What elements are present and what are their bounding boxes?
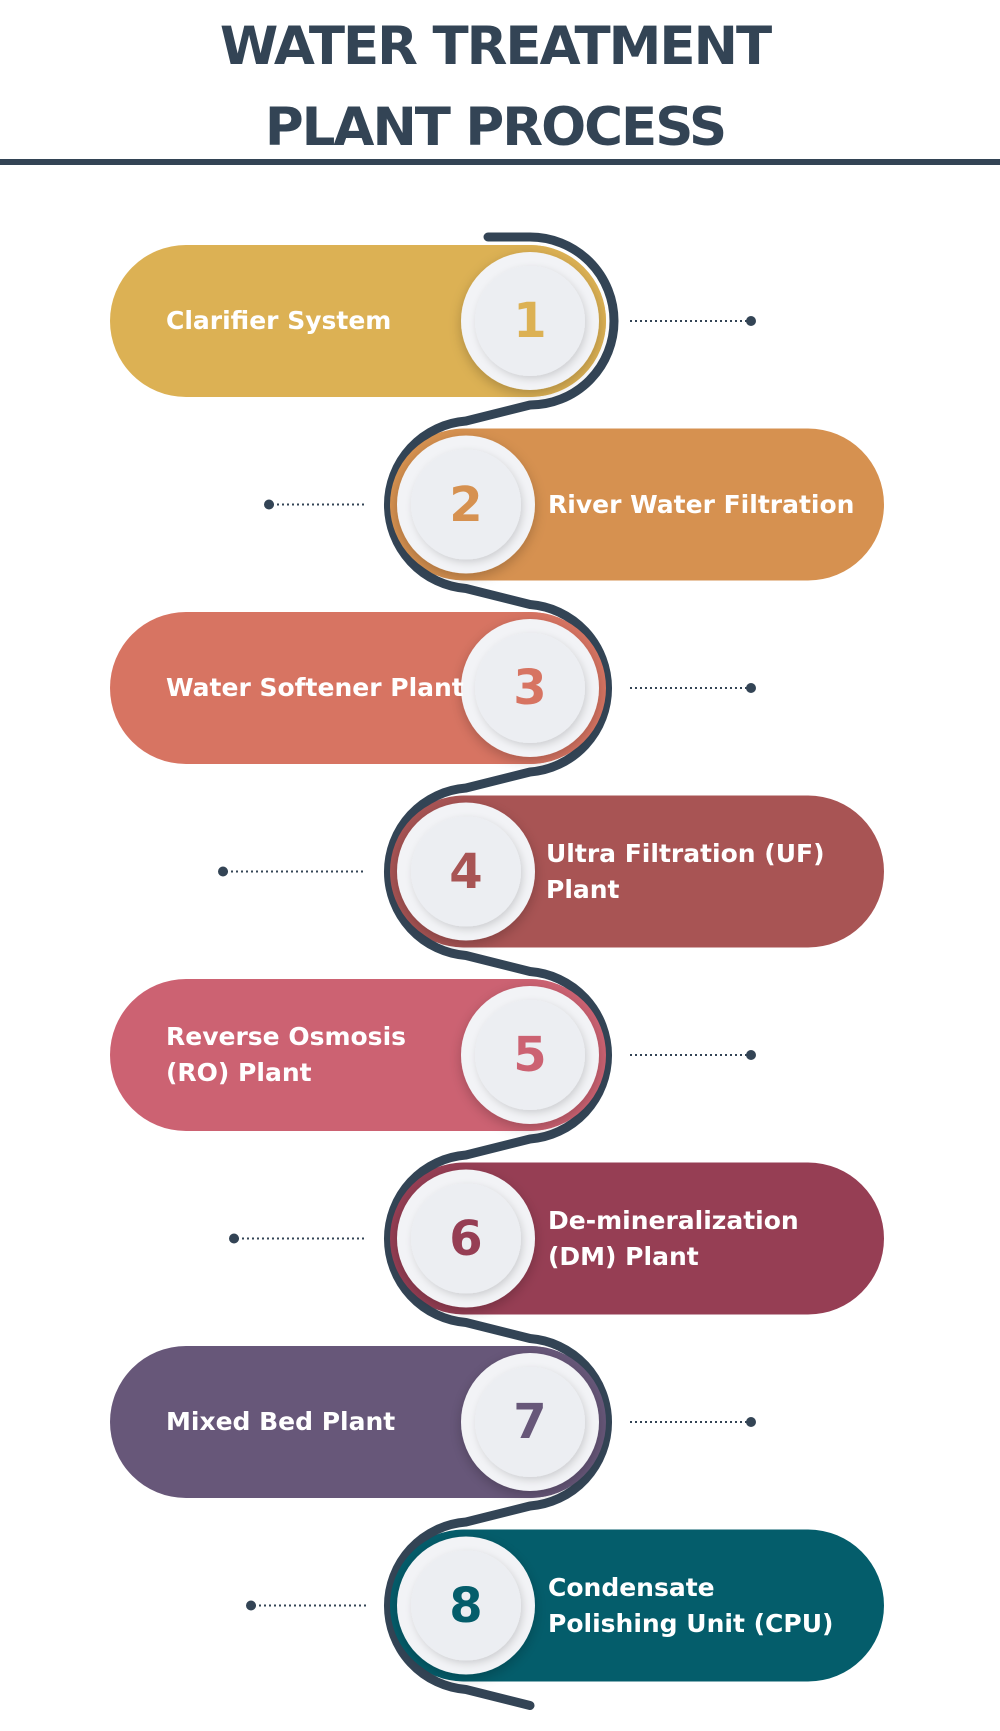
step-3-number: 3 bbox=[513, 660, 547, 716]
step-1-connector-dot bbox=[746, 316, 756, 326]
step-7-ring bbox=[454, 1346, 606, 1498]
step-3-connector-dot bbox=[746, 683, 756, 693]
step-6-label: De-mineralization (DM) Plant bbox=[548, 1205, 799, 1271]
step-8-ring bbox=[390, 1529, 542, 1682]
step-2-ring bbox=[390, 428, 542, 581]
step-4-number: 4 bbox=[449, 843, 483, 900]
title-underline bbox=[0, 159, 1000, 165]
step-5-number: 5 bbox=[513, 1027, 547, 1083]
step-7-label: Mixed Bed Plant bbox=[166, 1407, 396, 1436]
step-4-badge-inner bbox=[411, 816, 521, 927]
step-3-label: Water Softener Plant bbox=[166, 673, 464, 702]
step-3-ring bbox=[454, 612, 606, 764]
title-line-1: WATER TREATMENT bbox=[219, 16, 772, 77]
step-5-label: Reverse Osmosis (RO) Plant bbox=[166, 1022, 407, 1087]
step-1-badge-inner bbox=[475, 266, 585, 376]
step-8-connector-dot bbox=[246, 1600, 256, 1611]
step-1-number: 1 bbox=[513, 293, 547, 349]
step-7-badge-inner bbox=[475, 1367, 585, 1477]
step-3-badge-inner bbox=[475, 633, 585, 743]
step-2-number: 2 bbox=[449, 476, 483, 533]
serpentine-path bbox=[384, 232, 619, 1710]
step-8-number: 8 bbox=[449, 1577, 483, 1634]
step-7-connector-dot bbox=[746, 1417, 756, 1427]
step-7-number: 7 bbox=[513, 1394, 547, 1450]
step-8-badge-inner bbox=[411, 1550, 521, 1661]
step-1-label: Clarifier System bbox=[166, 306, 392, 335]
step-2-label: River Water Filtration bbox=[548, 489, 855, 519]
title-line-2: PLANT PROCESS bbox=[264, 97, 727, 158]
step-6-connector-dot bbox=[229, 1233, 239, 1244]
step-6-badge-inner bbox=[411, 1183, 521, 1294]
step-6-ring bbox=[390, 1162, 542, 1315]
step-4-ring bbox=[390, 795, 542, 948]
step-6-number: 6 bbox=[449, 1210, 483, 1267]
step-5-badge-inner bbox=[475, 1000, 585, 1110]
step-5-connector-dot bbox=[746, 1050, 756, 1060]
step-8-label: Condensate Polishing Unit (CPU) bbox=[548, 1572, 834, 1638]
step-1-ring bbox=[454, 245, 606, 397]
step-4-connector-dot bbox=[218, 866, 228, 877]
step-5-ring bbox=[454, 979, 606, 1131]
step-2-connector-dot bbox=[264, 499, 274, 510]
step-4-label: Ultra Filtration (UF) Plant bbox=[546, 838, 825, 904]
step-2-badge-inner bbox=[411, 449, 521, 560]
